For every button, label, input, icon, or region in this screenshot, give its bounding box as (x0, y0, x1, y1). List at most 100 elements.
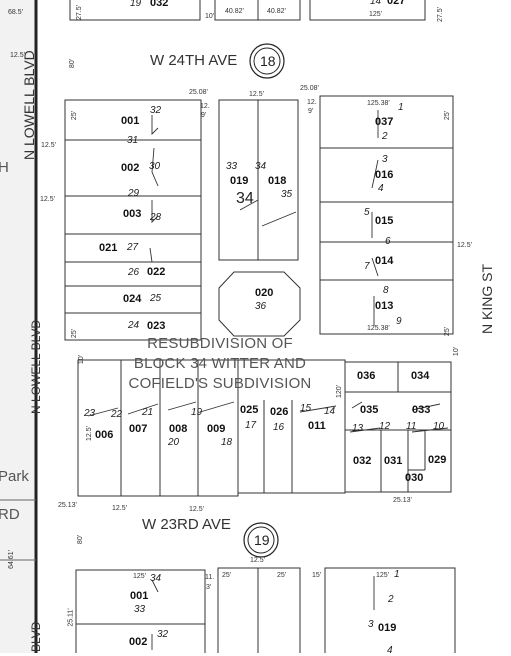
block-number-19: 19 (254, 532, 270, 548)
subdivision-line-1: RESUBDIVISION OF (147, 335, 293, 352)
parcel-019: 019 (230, 175, 249, 187)
parcel-003: 003 (123, 208, 142, 220)
dim-25-a: 25' (71, 110, 79, 121)
lot-20: 20 (168, 437, 180, 448)
block-18-middle-column (218, 99, 301, 337)
lot-18: 18 (221, 437, 233, 448)
lot-15: 15 (300, 403, 312, 414)
parcel-018: 018 (268, 175, 287, 187)
lot-32-bottom: 32 (157, 629, 169, 640)
dim-125-38-a: 125.38' (367, 100, 390, 107)
lot-25: 25 (150, 293, 162, 304)
dim-25-13-b: 25.13' (393, 497, 412, 504)
street-lowell-blvd-bottom: BLVD (29, 621, 43, 652)
dim-12-a: 12. (200, 103, 210, 110)
dim-80-b: 80' (77, 534, 85, 545)
lot-24: 24 (128, 320, 140, 331)
block-18-right-column (319, 95, 454, 335)
parcel-033: 033 (412, 404, 431, 416)
parcel-032-top: 032 (150, 0, 169, 9)
lot-21: 21 (142, 407, 154, 418)
dim-40-82-a: 40.82' (225, 8, 244, 15)
lot-27: 27 (127, 242, 139, 253)
lot-2: 2 (382, 131, 388, 142)
lot-36: 36 (255, 301, 267, 312)
park-label: Park (0, 468, 29, 485)
dim-68-5: 68.5' (8, 9, 23, 16)
block-18-circle-inner (253, 47, 281, 75)
dim-12-5-top: 12.5' (249, 91, 264, 98)
parcel-006: 006 (95, 429, 114, 441)
parcel-015: 015 (375, 215, 394, 227)
dim-40-82-b: 40.82' (267, 8, 286, 15)
lot-34-bottom: 34 (150, 573, 162, 584)
parcel-002: 002 (121, 162, 140, 174)
lot-22: 22 (111, 409, 123, 420)
block-number-18: 18 (260, 53, 276, 69)
dim-80: 80' (69, 58, 77, 69)
parcel-013: 013 (375, 300, 394, 312)
dim-10-c: 10' (205, 13, 215, 20)
lot-33: 33 (226, 161, 238, 172)
lot-32: 32 (150, 105, 162, 116)
parcel-021: 021 (99, 242, 118, 254)
lot-7: 7 (364, 261, 370, 272)
h-label: H (0, 159, 9, 176)
dim-3: 3' (206, 584, 212, 591)
dim-12-5-right: 12.5' (457, 242, 472, 249)
parcel-032: 032 (353, 455, 372, 467)
dim-125-top: 125' (369, 11, 383, 18)
dim-11: 11. (205, 574, 215, 581)
parcel-034: 034 (411, 370, 430, 382)
lot-1: 1 (398, 102, 404, 113)
rd-label: RD (0, 506, 20, 523)
dim-120: 120' (336, 384, 344, 399)
dim-25-f: 25' (277, 572, 287, 579)
dim-25-e: 25' (222, 572, 232, 579)
dim-25-c: 25' (444, 110, 452, 121)
parcel-026: 026 (270, 406, 289, 418)
parcel-001-bottom: 001 (130, 590, 149, 602)
dim-25-08-a: 25.08' (189, 89, 208, 96)
lot-19-top: 19 (130, 0, 142, 9)
dim-12-b: 12. (307, 99, 317, 106)
parcel-030: 030 (405, 472, 424, 484)
subdivision-line-3: COFIELD'S SUBDIVISION (128, 375, 312, 392)
parcel-002-bottom: 002 (129, 636, 148, 648)
dim-12-5-g: 12.5' (250, 557, 265, 564)
parcel-027-top: 027 (387, 0, 406, 7)
parcel-016: 016 (375, 169, 394, 181)
dim-12-5-b: 12.5' (41, 142, 56, 149)
lot-35: 35 (281, 189, 293, 200)
lot-12: 12 (379, 421, 391, 432)
street-n-lowell-blvd-top: N LOWELL BLVD (21, 50, 37, 160)
dim-125-bottom-b: 125' (376, 572, 390, 579)
parcel-020: 020 (255, 287, 274, 299)
lot-5: 5 (364, 207, 370, 218)
dim-12-5-e: 12.5' (112, 505, 127, 512)
parcel-001: 001 (121, 115, 140, 127)
dim-25-13-a: 25.13' (58, 502, 77, 509)
parcel-031: 031 (384, 455, 403, 467)
lot-28: 28 (150, 212, 162, 223)
parcel-007: 007 (129, 423, 148, 435)
dim-27-5-a: 27.5' (75, 5, 83, 20)
parcel-023: 023 (147, 320, 166, 332)
lot-29: 29 (128, 188, 140, 199)
bottom-partial-blocks (75, 567, 456, 653)
lot-3-bottom: 3 (368, 619, 374, 630)
parcel-025: 025 (240, 404, 259, 416)
lot-23: 23 (84, 408, 96, 419)
lot-19: 19 (191, 407, 203, 418)
dim-12-5-a: 12.5' (10, 52, 25, 59)
dim-27-5-b: 27.5' (436, 7, 444, 22)
lot-33-bottom: 33 (134, 604, 146, 615)
lot-2-bottom: 2 (388, 594, 394, 605)
parcel-036: 036 (357, 370, 376, 382)
parcel-022: 022 (147, 266, 166, 278)
dim-10-a: 10' (78, 354, 86, 365)
dim-12-5-d: 12.5' (85, 426, 93, 441)
lot-14: 14 (324, 406, 336, 417)
street-w-24th-ave: W 24TH AVE (150, 52, 238, 69)
